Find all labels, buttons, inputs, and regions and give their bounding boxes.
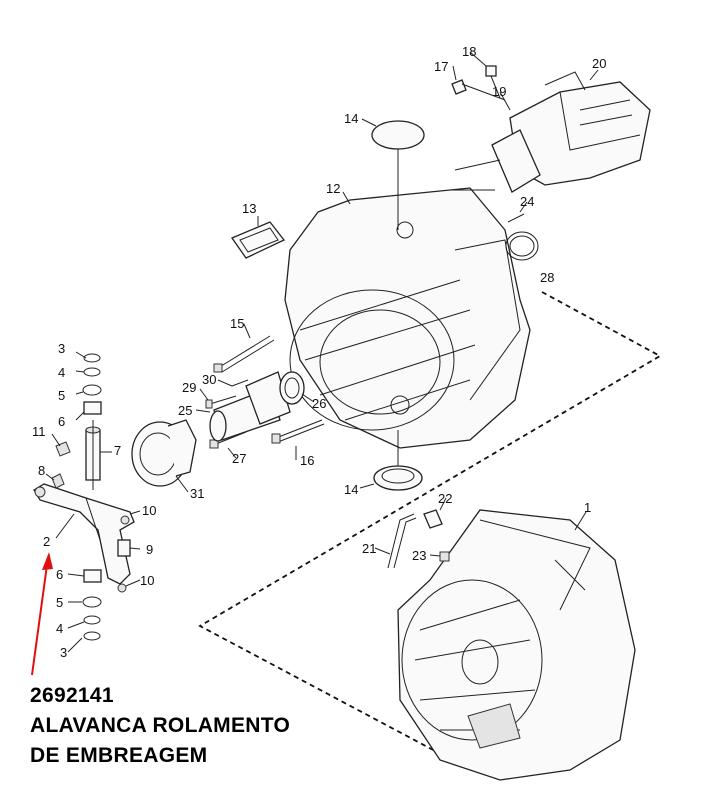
callout-14-bottom: 14 [344,482,358,497]
o-ring-28 [505,213,539,261]
callout-11: 11 [32,424,46,439]
callout-3-bottom: 3 [60,645,67,660]
callout-13: 13 [242,201,256,216]
callout-26: 26 [312,396,326,411]
callout-30: 30 [202,372,216,387]
part-name-line-2: DE EMBREAGEM [30,744,208,767]
release-bearing-31 [131,419,197,487]
callout-10-top: 10 [142,503,156,518]
cover-plate-13 [231,221,286,259]
callout-24: 24 [520,194,534,209]
transmission-housing-1 [397,509,636,781]
callout-18: 18 [462,44,476,59]
callout-16: 16 [300,453,314,468]
callout-3-top: 3 [58,341,65,356]
red-arrow [31,552,53,676]
lever-shaft-stack-top [82,353,102,490]
callout-28: 28 [540,270,554,285]
callout-17: 17 [434,59,448,74]
bolts-17-18 [451,65,506,101]
callout-31: 31 [190,486,204,501]
callout-7: 7 [114,443,121,458]
actuator-19-20 [450,71,651,193]
clutch-housing-12 [284,187,531,449]
guide-line-28 [198,291,662,761]
callout-23: 23 [412,548,426,563]
part-number: 2692141 [30,684,114,707]
callout-5-top: 5 [58,388,65,403]
bolts-15-16-27 [205,335,325,449]
callout-22: 22 [438,491,452,506]
callout-20: 20 [592,56,606,71]
part-name-line-1: ALAVANCA ROLAMENTO [30,714,291,737]
cover-14 [371,120,425,491]
leader-lines [45,51,599,653]
callout-19: 19 [492,84,506,99]
callout-9: 9 [146,542,153,557]
callout-4-top: 4 [58,365,65,380]
lever-shaft-stack-bottom [82,569,102,641]
callout-6-top: 6 [58,414,65,429]
callout-2: 2 [43,534,50,549]
callout-8: 8 [38,463,45,478]
callout-5-bottom: 5 [56,595,63,610]
callout-29: 29 [182,380,196,395]
pipe-21-sensor-22-23 [387,509,450,569]
callout-14-top: 14 [344,111,358,126]
part-caption: 2692141 ALAVANCA ROLAMENTO DE EMBREAGEM [30,681,290,771]
callout-21: 21 [362,541,376,556]
callout-4-bottom: 4 [56,621,63,636]
guide-tube-25 [209,371,305,442]
assembly-guide-lines [198,291,662,761]
callout-25: 25 [178,403,192,418]
callout-10-bottom: 10 [140,573,154,588]
callout-6-bottom: 6 [56,567,63,582]
callout-15: 15 [230,316,244,331]
callout-numbers: 1 2 3 4 5 6 7 8 9 10 11 12 13 14 15 16 1… [32,44,606,660]
callout-12: 12 [326,181,340,196]
callout-1: 1 [584,500,591,515]
callout-27: 27 [232,451,246,466]
